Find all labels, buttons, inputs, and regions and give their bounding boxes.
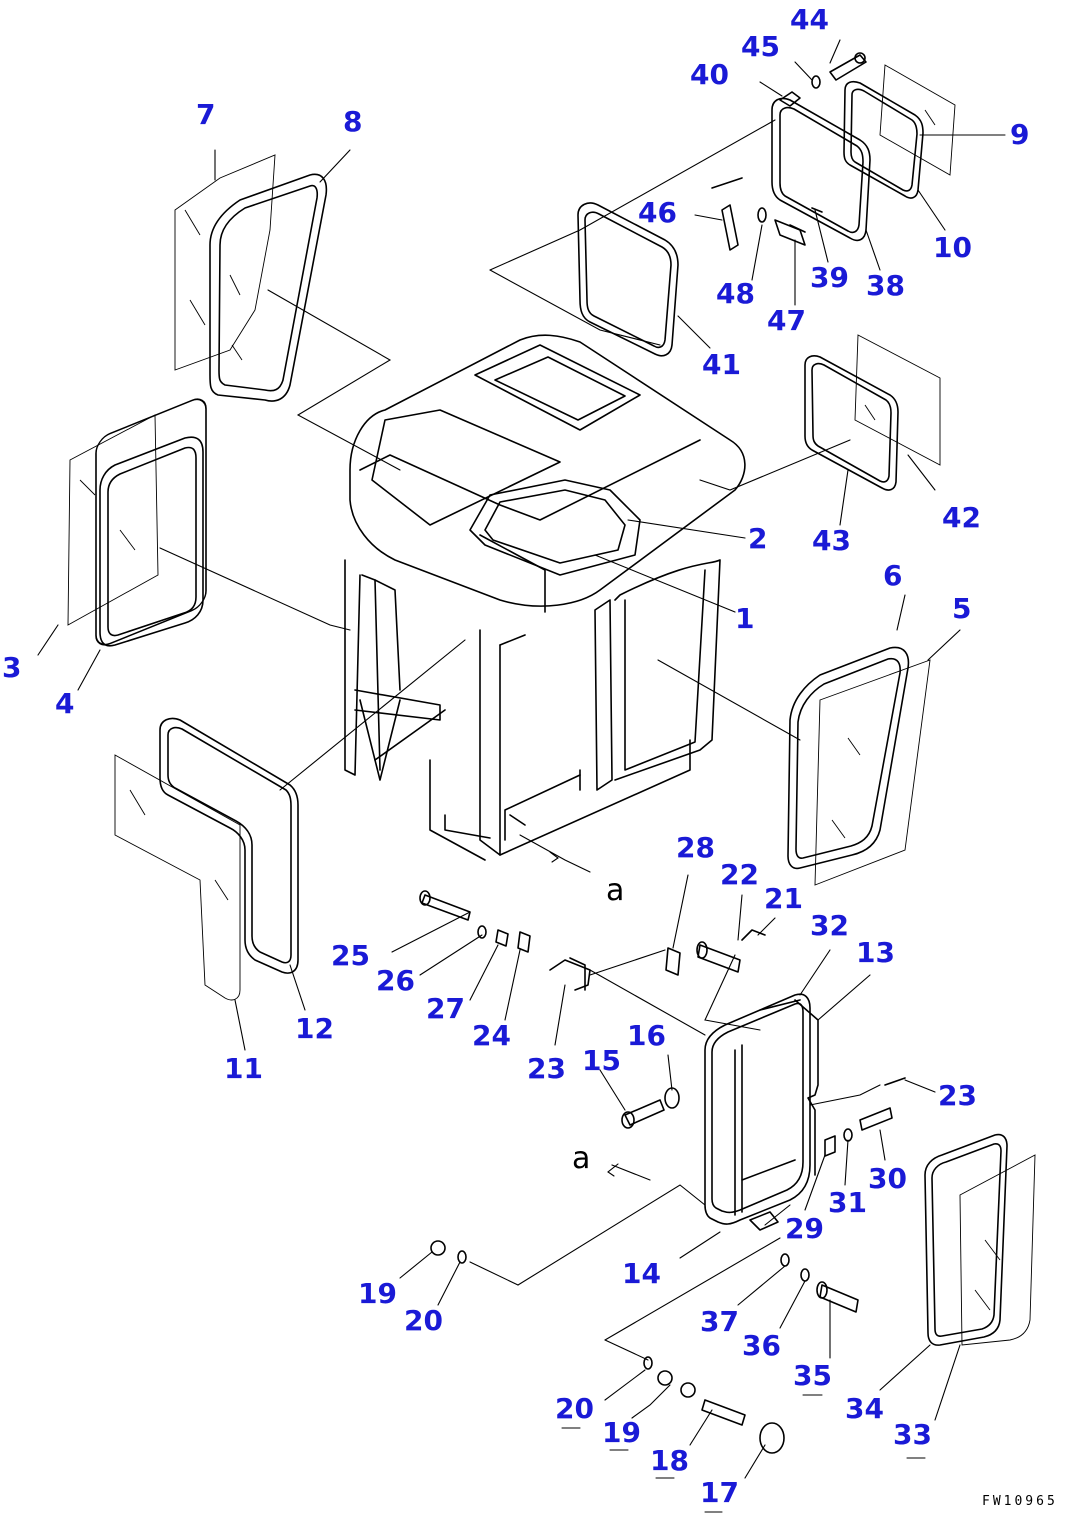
window-seal-41	[577, 202, 679, 357]
window-seal-34	[924, 1133, 1008, 1346]
view-marker-a-lower: a	[572, 1141, 590, 1176]
callout-41: 41	[702, 348, 741, 381]
window-glass-33	[959, 1154, 1036, 1346]
window-glass-5	[814, 659, 931, 886]
callout-7: 7	[196, 98, 215, 131]
window-seal-8	[209, 173, 328, 402]
callout-30: 30	[868, 1162, 907, 1195]
callout-35: 35	[793, 1359, 832, 1392]
callout-12: 12	[295, 1012, 334, 1045]
callout-26: 26	[376, 964, 415, 997]
callout-42: 42	[942, 501, 981, 534]
callout-22: 22	[720, 858, 759, 891]
leader-lines	[37, 39, 1006, 1513]
callout-8: 8	[343, 105, 362, 138]
window-frame-38	[771, 97, 871, 242]
hardware	[419, 52, 906, 1454]
drawing-code: FW10965	[982, 1494, 1058, 1509]
callout-16: 16	[627, 1019, 666, 1052]
callout-20-left: 20	[404, 1304, 443, 1337]
view-marker-a-upper: a	[606, 873, 624, 908]
callout-34: 34	[845, 1392, 884, 1425]
callout-19-right: 19	[602, 1416, 641, 1449]
callout-23-right: 23	[938, 1079, 977, 1112]
callout-11: 11	[224, 1052, 263, 1085]
callout-24: 24	[472, 1019, 511, 1052]
window-glass-3	[67, 414, 159, 626]
callout-4: 4	[55, 687, 74, 720]
callout-38: 38	[866, 269, 905, 302]
callout-39: 39	[810, 261, 849, 294]
callout-29: 29	[785, 1212, 824, 1245]
callout-20-right: 20	[555, 1392, 594, 1425]
window-seal-4	[95, 398, 207, 647]
callout-32: 32	[810, 909, 849, 942]
callout-3: 3	[2, 651, 21, 684]
callout-47: 47	[767, 304, 806, 337]
callout-31: 31	[828, 1186, 867, 1219]
callout-18: 18	[650, 1444, 689, 1477]
callout-14: 14	[622, 1257, 661, 1290]
callout-21: 21	[764, 882, 803, 915]
window-glass-42	[854, 334, 941, 466]
callout-45: 45	[741, 30, 780, 63]
callout-17: 17	[700, 1476, 739, 1509]
cab-body	[344, 334, 746, 861]
callout-37: 37	[700, 1305, 739, 1338]
window-seal-10	[843, 80, 924, 199]
part-callouts: 1 2 3 4 5 6 7 8 9 10 11 12 13 14 15 16 1…	[2, 3, 1029, 1509]
callout-43: 43	[812, 524, 851, 557]
window-seal-43	[804, 355, 899, 491]
window-seal-6	[787, 646, 910, 870]
callout-23-left: 23	[527, 1052, 566, 1085]
window-glass-9	[879, 64, 956, 176]
callout-48: 48	[716, 277, 755, 310]
callout-46: 46	[638, 196, 677, 229]
callout-40: 40	[690, 58, 729, 91]
callout-9: 9	[1010, 118, 1029, 151]
callout-33: 33	[893, 1418, 932, 1451]
callout-28: 28	[676, 831, 715, 864]
callout-1: 1	[735, 602, 754, 635]
window-seal-12	[159, 717, 299, 974]
callout-19-left: 19	[358, 1277, 397, 1310]
callout-27: 27	[426, 992, 465, 1025]
callout-15: 15	[582, 1044, 621, 1077]
callout-5: 5	[952, 592, 971, 625]
callout-25: 25	[331, 939, 370, 972]
callout-6: 6	[883, 559, 902, 592]
callout-36: 36	[742, 1329, 781, 1362]
callout-10: 10	[933, 231, 972, 264]
window-glass-7	[174, 154, 276, 371]
callout-44: 44	[790, 3, 829, 36]
door-frame-14	[704, 993, 811, 1225]
callout-13: 13	[856, 936, 895, 969]
window-glass-11	[114, 754, 241, 1001]
callout-2: 2	[748, 522, 767, 555]
